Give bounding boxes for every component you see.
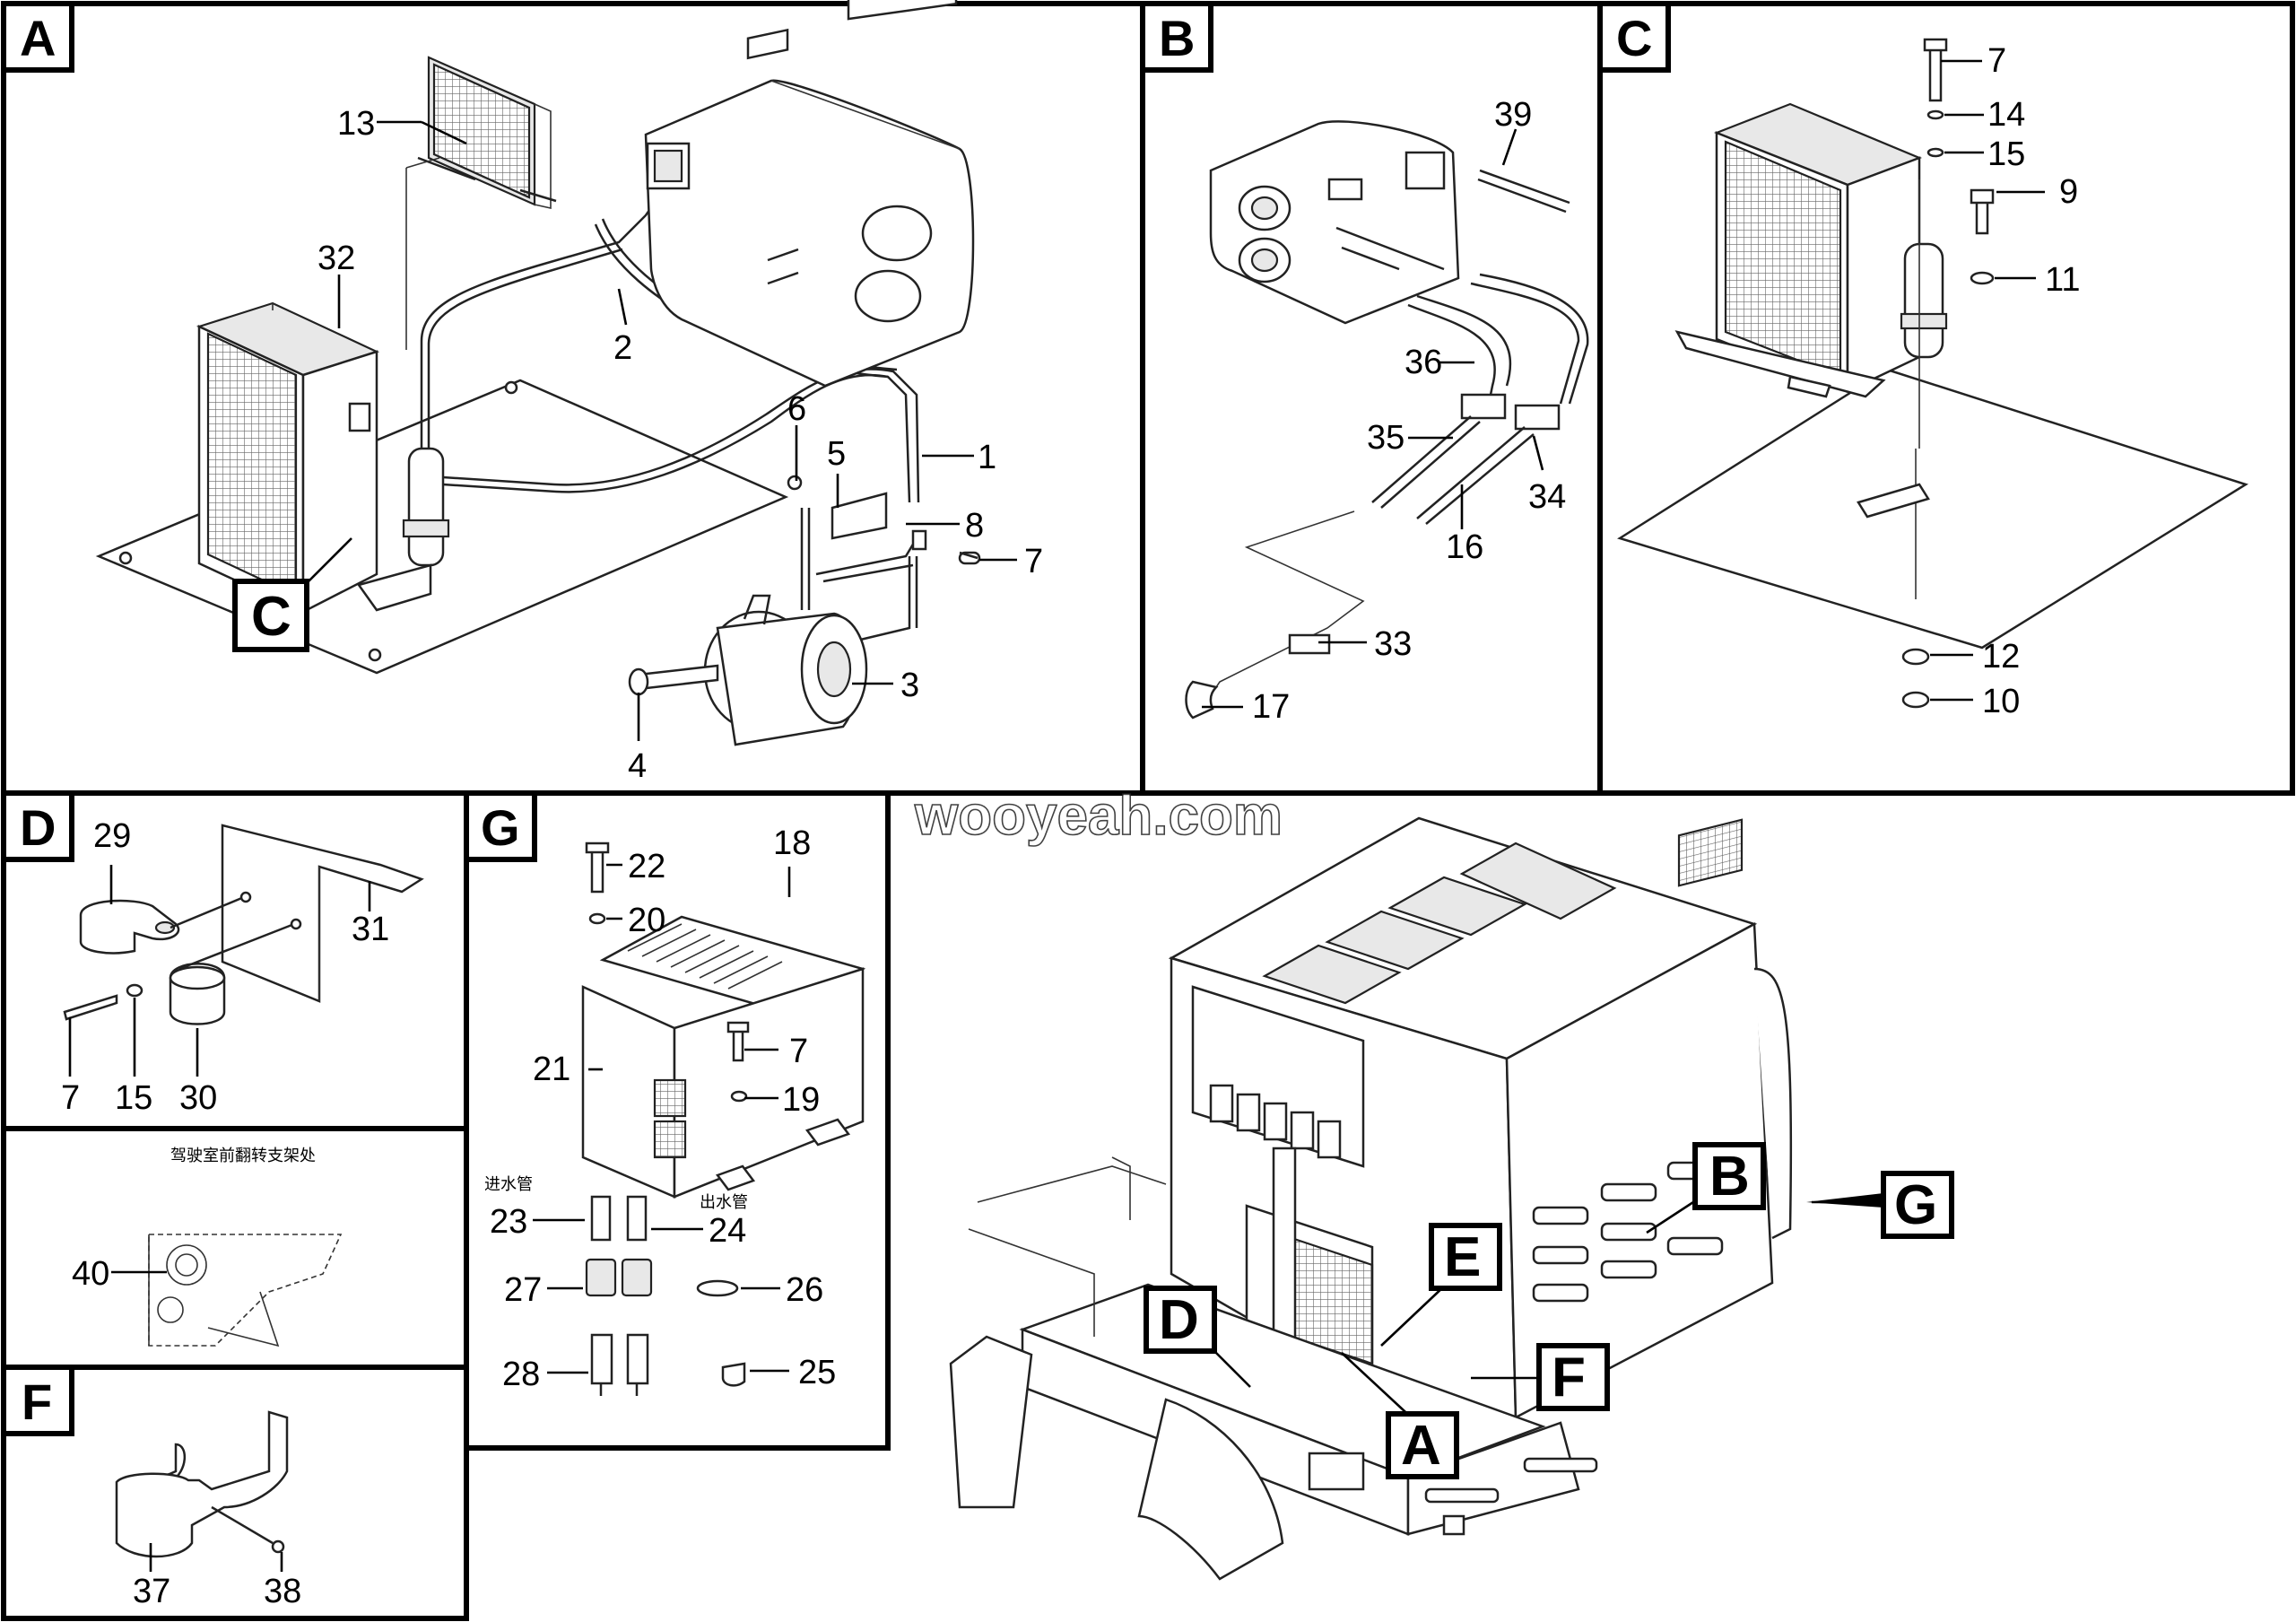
label-32: 32 bbox=[317, 240, 355, 277]
callout-cab-f: F bbox=[1552, 1347, 1586, 1408]
label-19: 19 bbox=[782, 1081, 820, 1119]
compressor-3 bbox=[703, 594, 868, 746]
label-11: 11 bbox=[2045, 261, 2080, 299]
panel-letter-f: F bbox=[22, 1373, 52, 1430]
label-38: 38 bbox=[264, 1573, 301, 1610]
label-5: 5 bbox=[827, 435, 846, 473]
label-4: 4 bbox=[628, 747, 647, 785]
cab-overview bbox=[949, 816, 1793, 1581]
label-24: 24 bbox=[709, 1212, 746, 1250]
panel-f-leaders bbox=[149, 1543, 283, 1572]
bracket-31 bbox=[221, 824, 424, 1003]
panel-letter-c: C bbox=[1616, 10, 1652, 66]
panel-a-numbers: 13 32 2 6 5 1 8 7 3 4 bbox=[317, 105, 1043, 785]
label-g-7: 7 bbox=[789, 1033, 808, 1070]
callout-c: C bbox=[251, 586, 291, 648]
panel-letter-d: D bbox=[20, 799, 56, 856]
label-40: 40 bbox=[72, 1255, 109, 1293]
label-21: 21 bbox=[533, 1051, 570, 1088]
label-31: 31 bbox=[352, 911, 389, 948]
panel-g-drawing bbox=[581, 842, 866, 1396]
panel-c-leaders bbox=[1930, 59, 2045, 702]
label-1: 1 bbox=[978, 439, 996, 476]
panel-d-numbers: 29 31 7 15 30 bbox=[61, 817, 389, 1117]
label-8: 8 bbox=[965, 507, 984, 545]
callout-cab-g: G bbox=[1894, 1174, 1937, 1236]
callout-cab-b: B bbox=[1709, 1146, 1750, 1208]
label-23: 23 bbox=[490, 1203, 527, 1241]
panel-letter-a: A bbox=[20, 10, 56, 66]
panel-letters: A B C D G F bbox=[1, 1, 1671, 1436]
clamp-37 bbox=[115, 1410, 289, 1558]
watermark: wooyeah.com bbox=[914, 785, 1283, 847]
label-36: 36 bbox=[1405, 344, 1442, 381]
panel-letter-b: B bbox=[1159, 10, 1195, 66]
panel-g-texts: 进水管 出水管 bbox=[484, 1175, 748, 1212]
label-22: 22 bbox=[628, 848, 665, 885]
label-9: 9 bbox=[2059, 173, 2078, 211]
floor-plate-c bbox=[1617, 368, 2248, 650]
label-6: 6 bbox=[787, 390, 806, 428]
panel-b-drawing bbox=[1185, 120, 1589, 719]
label-10: 10 bbox=[1982, 683, 2020, 720]
label-17: 17 bbox=[1252, 688, 1290, 726]
label-34: 34 bbox=[1528, 478, 1566, 516]
panel-c-numbers: 7 14 15 9 11 12 10 bbox=[1982, 42, 2080, 720]
label-12: 12 bbox=[1982, 638, 2020, 676]
label-20: 20 bbox=[628, 902, 665, 939]
label-13: 13 bbox=[337, 105, 375, 143]
inlet-label: 进水管 bbox=[484, 1175, 533, 1194]
label-35: 35 bbox=[1367, 419, 1405, 457]
label-16: 16 bbox=[1446, 528, 1483, 566]
cab-bracket-note: 驾驶室前翻转支架处 bbox=[170, 1147, 316, 1165]
panel-d-leaders bbox=[68, 865, 371, 1077]
label-39: 39 bbox=[1494, 96, 1532, 134]
outlet-label: 出水管 bbox=[700, 1193, 748, 1212]
cab-callouts: A B D E F G bbox=[1144, 1142, 1954, 1479]
panel-d-drawing bbox=[63, 824, 424, 1025]
label-c-7: 7 bbox=[1987, 42, 2006, 80]
label-3: 3 bbox=[900, 667, 919, 704]
outlet-upper bbox=[861, 205, 933, 262]
panel-g-leaders bbox=[533, 863, 791, 1374]
label-29: 29 bbox=[93, 817, 131, 855]
label-30: 30 bbox=[179, 1079, 217, 1117]
condenser-13 bbox=[432, 63, 531, 199]
label-33: 33 bbox=[1374, 625, 1412, 663]
label-25: 25 bbox=[798, 1354, 836, 1391]
label-7: 7 bbox=[1024, 543, 1043, 580]
label-14: 14 bbox=[1987, 96, 2025, 134]
callout-cab-a: A bbox=[1401, 1415, 1441, 1477]
panel-letter-g: G bbox=[481, 799, 520, 856]
panel-a-leaders: C bbox=[232, 120, 1017, 741]
clamp-29 bbox=[79, 899, 180, 955]
label-28: 28 bbox=[502, 1356, 540, 1393]
panel-f-drawing bbox=[115, 1410, 289, 1558]
label-18: 18 bbox=[773, 824, 811, 862]
callout-cab-d: D bbox=[1159, 1289, 1199, 1351]
heater-grille-18 bbox=[627, 923, 783, 990]
panel-c-drawing bbox=[1617, 38, 2248, 709]
panel-g-numbers: 22 20 18 21 7 19 23 24 27 26 28 25 bbox=[490, 824, 836, 1393]
label-d-7: 7 bbox=[61, 1079, 80, 1117]
panel-e-drawing: 驾驶室前翻转支架处 bbox=[111, 1147, 343, 1347]
callout-cab-e: E bbox=[1444, 1226, 1481, 1288]
label-27: 27 bbox=[504, 1271, 542, 1309]
label-2: 2 bbox=[613, 329, 632, 367]
panel-b-numbers: 39 36 35 34 16 33 17 bbox=[1252, 96, 1566, 726]
outlet-lower bbox=[854, 269, 922, 323]
label-37: 37 bbox=[133, 1573, 170, 1610]
cab-window-grid bbox=[1209, 1084, 1342, 1159]
panel-f-numbers: 37 38 bbox=[133, 1573, 301, 1610]
panel-b-leaders bbox=[1202, 128, 1544, 709]
panel-a-drawing bbox=[95, 0, 981, 746]
label-d-15: 15 bbox=[115, 1079, 152, 1117]
label-15: 15 bbox=[1987, 135, 2025, 173]
label-26: 26 bbox=[786, 1271, 823, 1309]
condenser-32 bbox=[206, 332, 298, 597]
